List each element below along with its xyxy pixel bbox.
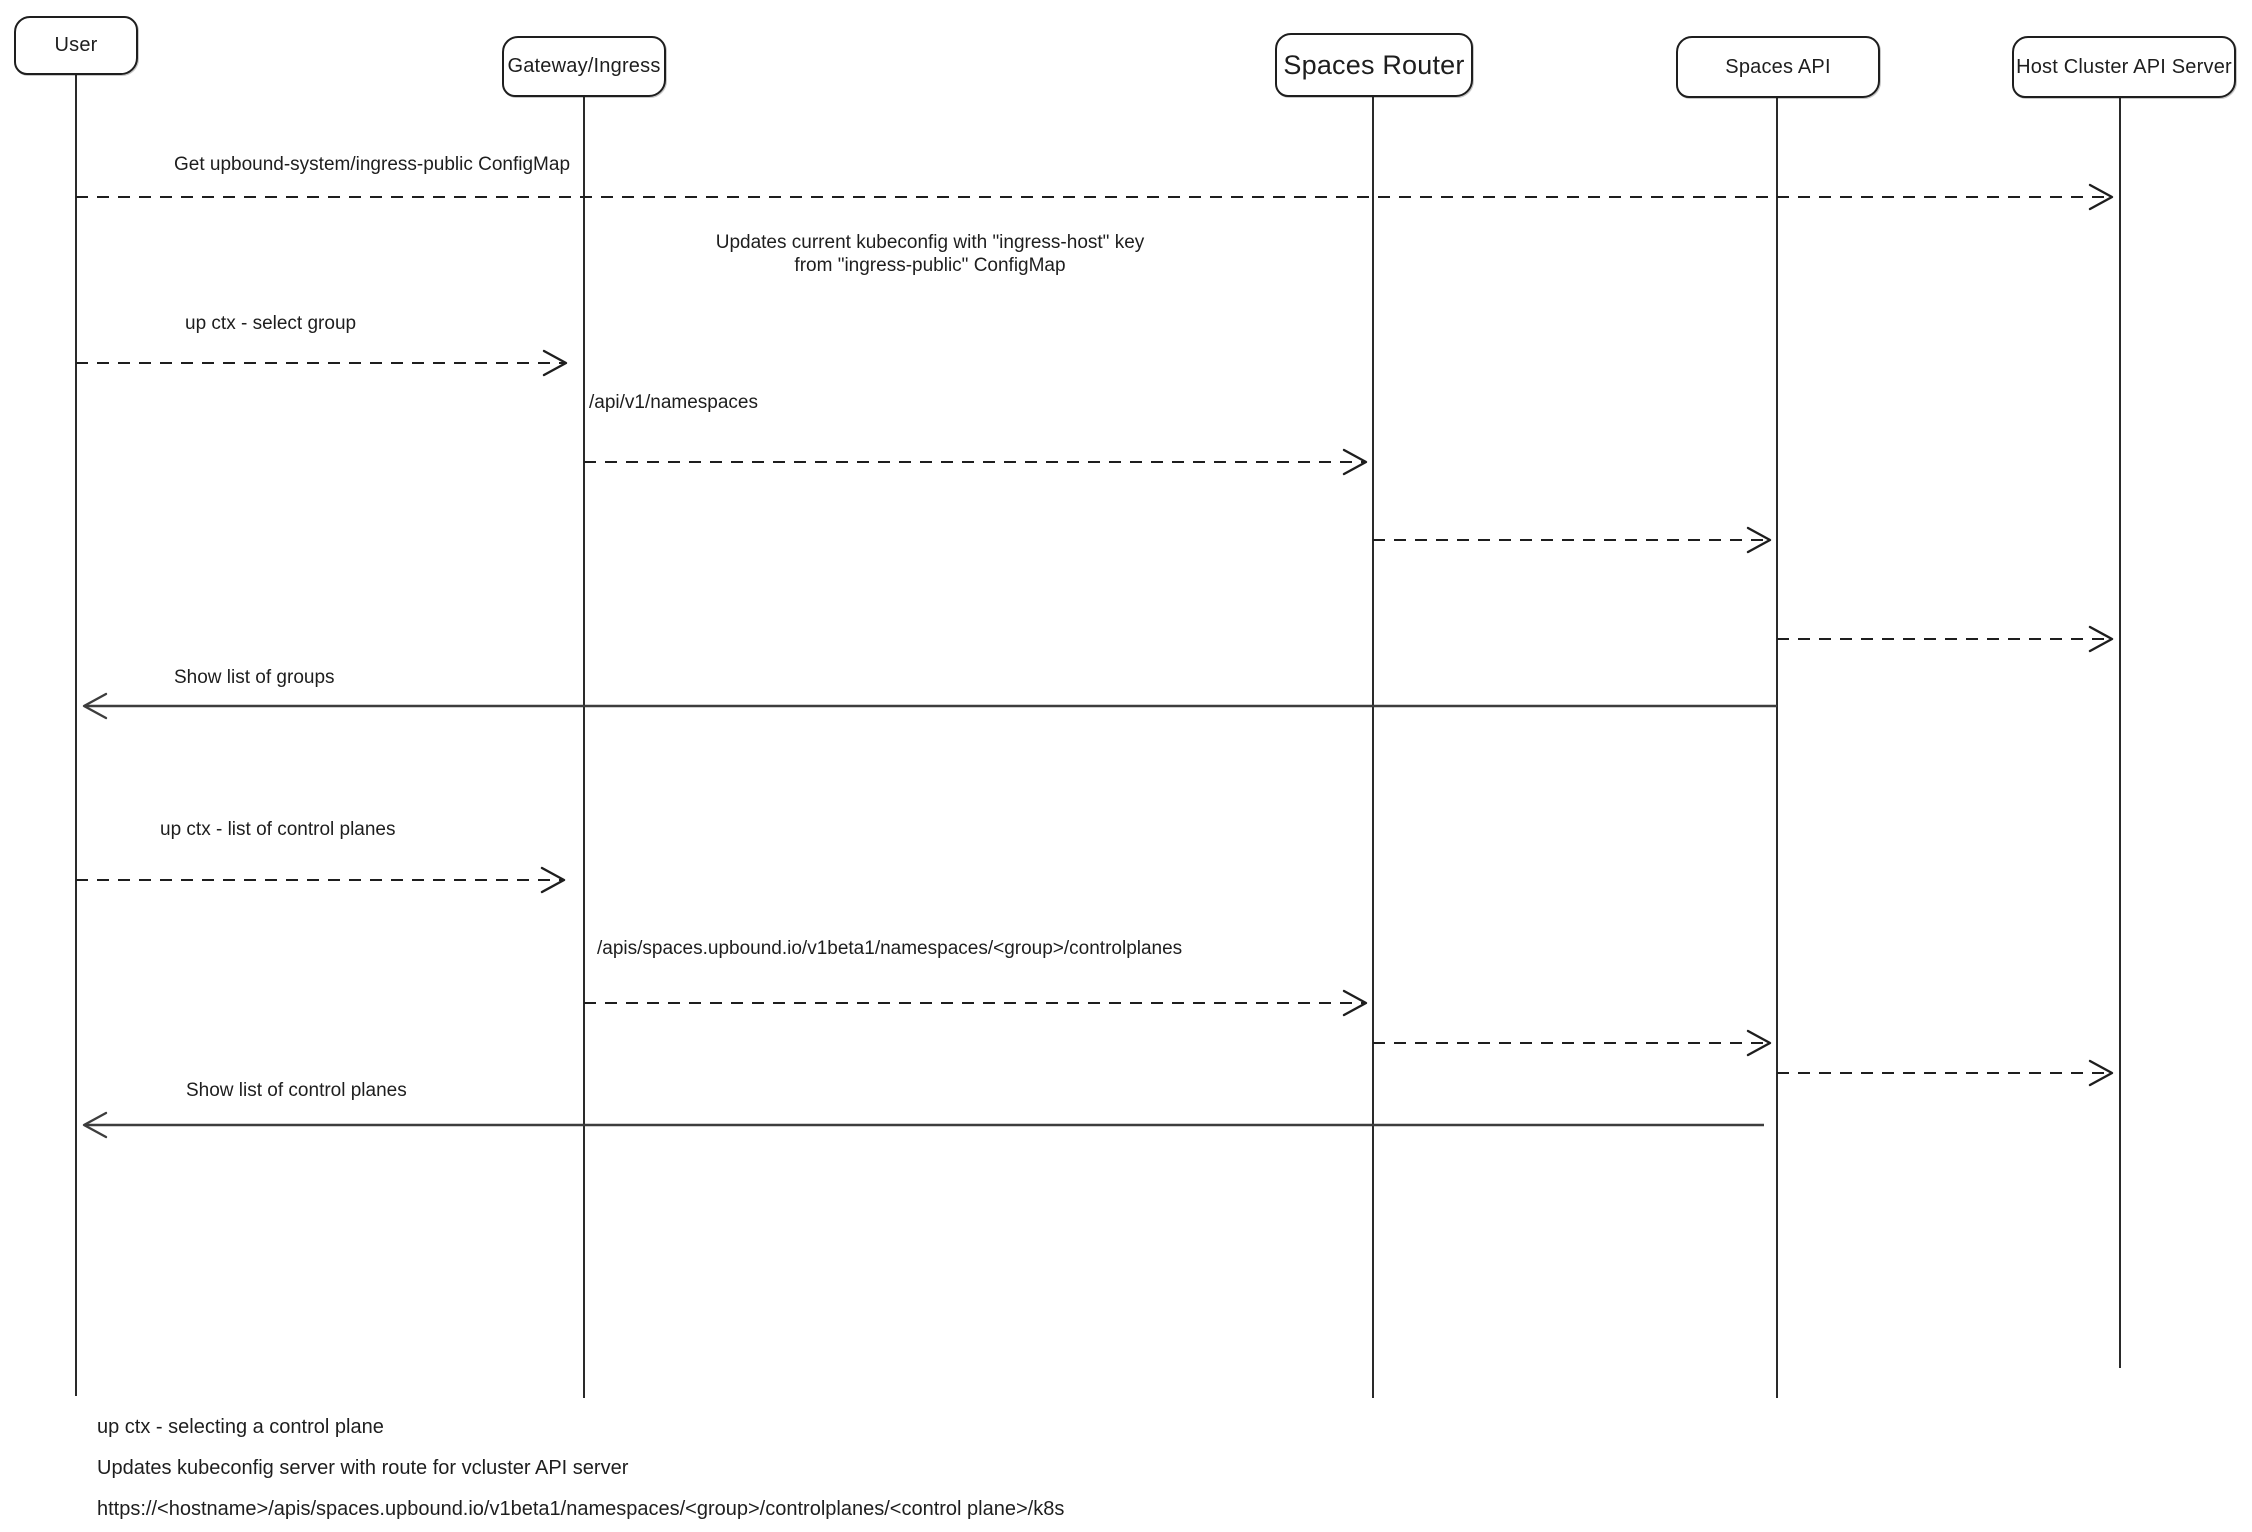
message-label-up-ctx-select-group: up ctx - select group xyxy=(185,313,357,334)
message-label-api-v1-namespaces: /api/v1/namespaces xyxy=(589,392,758,413)
message-label-show-list-of-groups: Show list of groups xyxy=(174,667,335,688)
footnote-vcluster-url: https://<hostname>/apis/spaces.upbound.i… xyxy=(97,1498,1065,1520)
message-label-up-ctx-list-control-planes: up ctx - list of control planes xyxy=(160,819,396,840)
footnote-selecting-control-plane: up ctx - selecting a control plane xyxy=(97,1416,384,1438)
actor-gateway-ingress: Gateway/Ingress xyxy=(502,36,666,97)
message-label-get-configmap: Get upbound-system/ingress-public Config… xyxy=(173,154,571,175)
actor-host-cluster-api-server: Host Cluster API Server xyxy=(2012,36,2236,98)
message-label-show-list-of-control-planes: Show list of control planes xyxy=(186,1080,407,1101)
note-line-2: from "ingress-public" ConfigMap xyxy=(794,255,1066,276)
note-updates-kubeconfig: Updates current kubeconfig with "ingress… xyxy=(716,231,1145,277)
actor-spaces-api: Spaces API xyxy=(1676,36,1880,98)
footnote-updates-kubeconfig-server: Updates kubeconfig server with route for… xyxy=(97,1457,629,1479)
message-label-apis-spaces-controlplanes: /apis/spaces.upbound.io/v1beta1/namespac… xyxy=(597,938,1183,959)
note-line-1: Updates current kubeconfig with "ingress… xyxy=(715,232,1145,253)
actor-user: User xyxy=(14,16,138,75)
actor-spaces-router: Spaces Router xyxy=(1275,33,1473,97)
